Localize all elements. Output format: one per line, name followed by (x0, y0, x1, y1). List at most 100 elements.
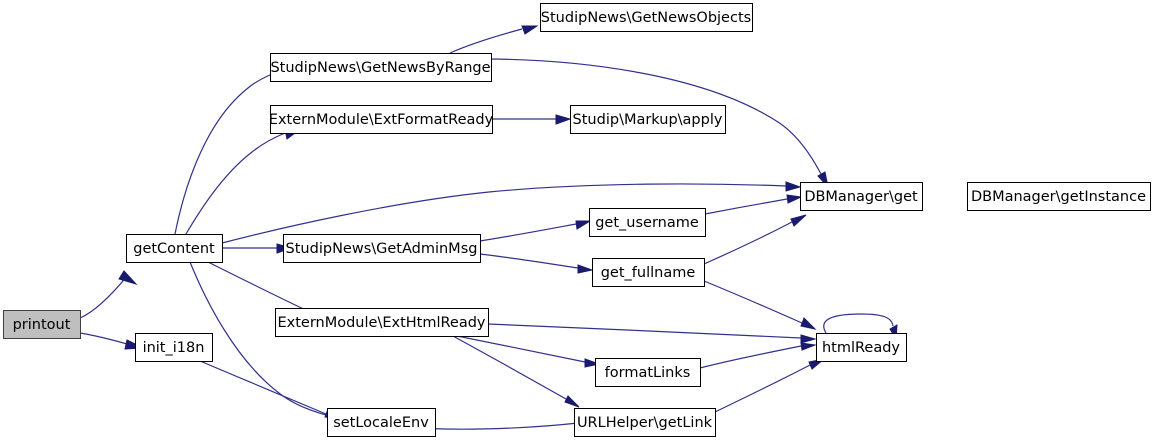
arrow-head-icon (786, 194, 803, 204)
node-box[interactable] (126, 234, 223, 263)
edge-getFullname-to-dbGet (703, 214, 807, 265)
arrow-head-icon (555, 114, 572, 125)
node-box[interactable] (270, 53, 492, 82)
edge-line (199, 360, 327, 415)
node-box[interactable] (283, 234, 481, 263)
edge-getLink-to-htmlReady (714, 358, 825, 413)
edge-getContent-to-extFormatReady (185, 128, 301, 235)
arrow-head-icon (575, 220, 592, 230)
node-box[interactable] (135, 333, 213, 362)
edge-getContent-to-getAdminMsg (222, 243, 293, 254)
node-box[interactable] (800, 182, 923, 211)
edge-line (703, 221, 793, 265)
node-label: StudipNews\GetNewsByRange (270, 60, 490, 76)
edge-line (185, 132, 286, 235)
edge-extFormatReady-to-markupApply (492, 114, 572, 125)
node-box[interactable] (540, 3, 753, 32)
edge-line (479, 223, 577, 242)
edge-getFullname-to-htmlReady (703, 280, 817, 330)
node-box[interactable] (967, 182, 1151, 211)
node-box[interactable] (592, 258, 705, 287)
node-box[interactable] (574, 408, 716, 437)
graph-node-getFullname[interactable]: get_fullname (592, 258, 705, 287)
edge-getContent-to-getLink (189, 261, 594, 430)
node-label: get_username (595, 215, 699, 231)
node-label: setLocaleEnv (333, 415, 429, 431)
node-label: StudipNews\GetNewsObjects (541, 10, 751, 26)
edges-layer (79, 25, 898, 430)
node-box[interactable] (595, 358, 701, 387)
edge-getNewsByRange-to-getNewsObjects (449, 25, 539, 54)
edge-line (490, 58, 822, 175)
edge-line (207, 261, 313, 314)
node-label: DBManager\get (804, 189, 918, 205)
graph-node-getLink[interactable]: URLHelper\getLink (574, 408, 716, 437)
edge-line (699, 345, 802, 369)
node-box[interactable] (327, 408, 436, 437)
edge-line (189, 261, 579, 430)
node-label: URLHelper\getLink (577, 415, 713, 431)
edge-getAdminMsg-to-getFullname (479, 253, 594, 274)
node-label: ExternModule\ExtHtmlReady (277, 315, 485, 331)
edge-line (704, 198, 788, 215)
nodes-layer: printout getContent init_i18n StudipNews\Ge… (3, 3, 1151, 437)
graph-node-dbGet[interactable]: DBManager\get (800, 182, 923, 211)
node-box[interactable] (275, 308, 489, 337)
arrow-head-icon (584, 358, 601, 368)
arrow-head-icon (521, 25, 539, 35)
node-label: StudipNews\GetAdminMsg (286, 241, 478, 257)
graph-node-getAdminMsg[interactable]: StudipNews\GetAdminMsg (283, 234, 481, 263)
edge-line (456, 335, 586, 363)
node-box[interactable] (270, 105, 493, 134)
arrow-head-icon (577, 264, 594, 274)
edge-line (823, 313, 894, 334)
arrow-head-icon (800, 317, 817, 330)
arrow-head-icon (800, 342, 817, 351)
edge-line (449, 28, 523, 54)
edge-line (221, 183, 787, 244)
edge-getAdminMsg-to-getUsername (479, 220, 592, 242)
graph-node-extHtmlReady[interactable]: ExternModule\ExtHtmlReady (275, 308, 489, 337)
edge-extHtmlReady-to-getLink (452, 335, 580, 408)
graph-node-getNewsObjects[interactable]: StudipNews\GetNewsObjects (540, 3, 753, 32)
graph-node-getUsername[interactable]: get_username (589, 208, 706, 237)
edge-line (714, 364, 811, 413)
node-label: printout (13, 317, 71, 333)
graph-node-htmlReady[interactable]: htmlReady (816, 333, 907, 362)
graph-node-extFormatReady[interactable]: ExternModule\ExtFormatReady (269, 105, 494, 134)
node-box[interactable] (816, 333, 907, 362)
graph-node-getContent[interactable]: getContent (126, 234, 223, 263)
edge-getContent-to-getNewsByRange (174, 69, 287, 235)
node-label: get_fullname (601, 265, 696, 281)
edge-line (79, 274, 129, 319)
edge-printout-to-getContent (79, 270, 138, 319)
edge-line (79, 332, 128, 345)
arrow-head-icon (785, 181, 802, 192)
arrow-head-icon (800, 334, 817, 344)
node-label: init_i18n (143, 340, 205, 356)
graph-node-getNewsByRange[interactable]: StudipNews\GetNewsByRange (270, 53, 492, 82)
graph-node-formatLinks[interactable]: formatLinks (595, 358, 701, 387)
graph-node-markupApply[interactable]: Studip\Markup\apply (570, 105, 726, 134)
graph-node-dbGetInstance[interactable]: DBManager\getInstance (967, 182, 1151, 211)
node-box[interactable] (3, 310, 81, 339)
graph-node-setLocaleEnv[interactable]: setLocaleEnv (327, 408, 436, 437)
edge-line (703, 280, 803, 324)
arrow-head-icon (118, 270, 138, 285)
graph-node-printout[interactable]: printout (3, 310, 81, 339)
graph-node-init_i18n[interactable]: init_i18n (135, 333, 213, 362)
arrow-head-icon (564, 395, 580, 408)
node-box[interactable] (570, 105, 726, 134)
node-box[interactable] (589, 208, 706, 237)
edge-printout-to-init_i18n (79, 332, 145, 350)
arrow-head-icon (790, 214, 807, 227)
node-label: formatLinks (605, 365, 691, 381)
edge-line (174, 73, 273, 235)
edge-init_i18n-to-setLocaleEnv (199, 360, 341, 420)
edge-extHtmlReady-to-formatLinks (456, 335, 601, 368)
node-label: DBManager\getInstance (971, 189, 1146, 205)
edge-line (487, 323, 802, 339)
node-label: getContent (133, 241, 215, 257)
